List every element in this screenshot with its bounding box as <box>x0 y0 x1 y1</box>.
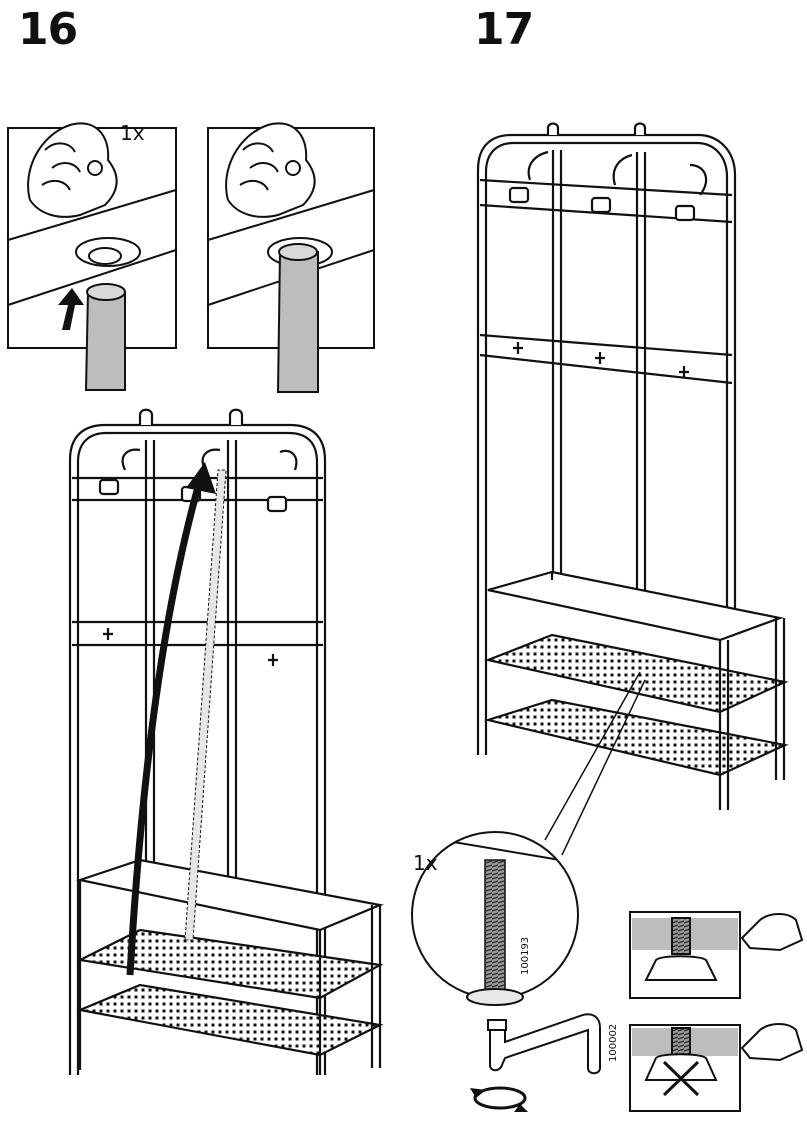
correct-tightening-inset <box>629 911 741 999</box>
rotate-arrow-icon <box>473 1086 527 1110</box>
allen-key-icon <box>487 1013 601 1075</box>
insert-tube-arrow-icon <box>126 479 204 976</box>
screw-detail-circle <box>411 831 579 1006</box>
step-17-coat-rack <box>476 122 789 810</box>
pointing-hand-icon <box>740 913 804 952</box>
pointing-hand-icon-2 <box>740 1023 804 1062</box>
step-16-coat-rack <box>68 408 384 1075</box>
push-up-arrow-icon <box>58 288 84 330</box>
screw-part-number: 100193 <box>520 937 531 975</box>
step-17-number: 17 <box>474 4 534 55</box>
incorrect-tightening-inset <box>629 1024 741 1112</box>
step-16-number: 16 <box>18 4 78 55</box>
step-16-detail-after <box>207 122 375 393</box>
allen-key-part-number: 100002 <box>608 1024 619 1062</box>
step-16-detail-before <box>7 122 177 391</box>
step-17-quantity: 1x <box>413 851 438 875</box>
step-16-quantity: 1x <box>120 121 145 145</box>
